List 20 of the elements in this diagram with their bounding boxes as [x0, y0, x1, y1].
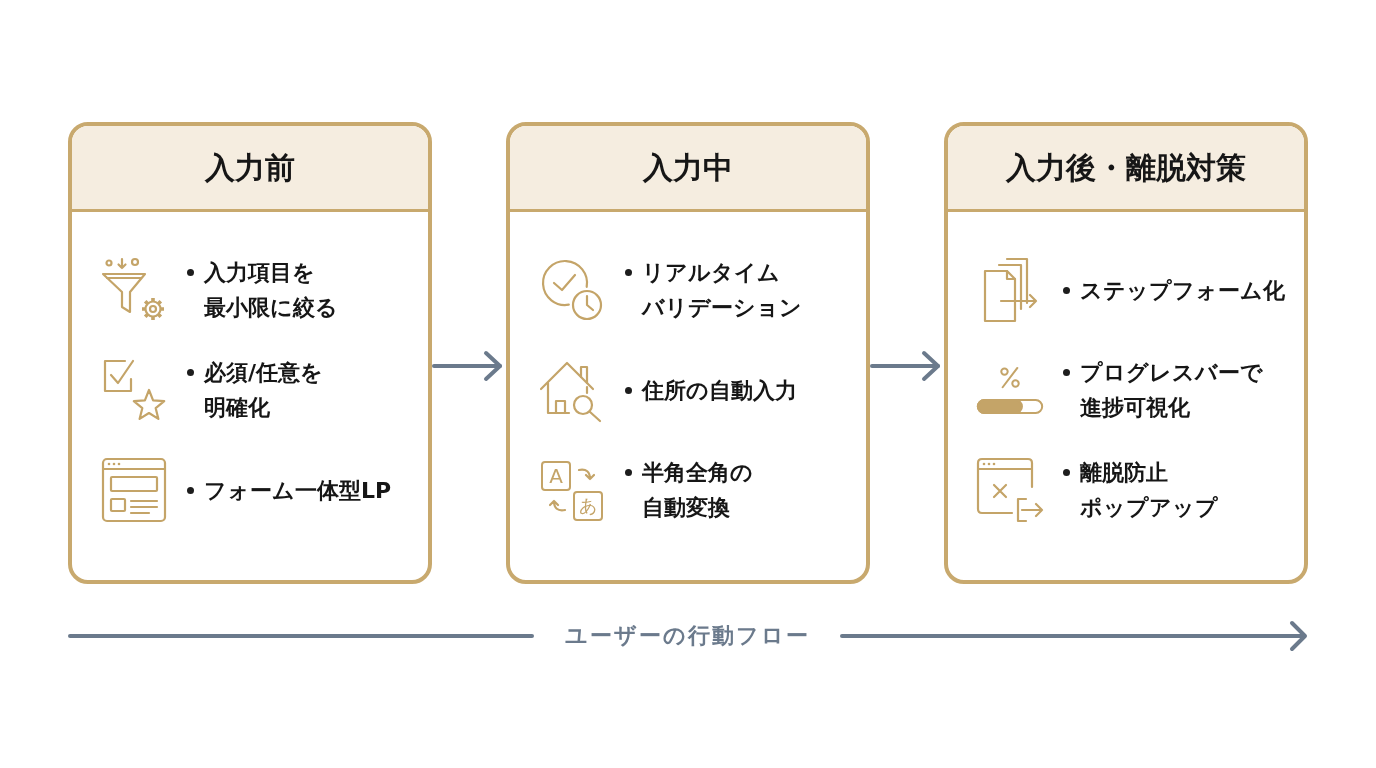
language-tile: あ [573, 491, 603, 521]
list-item-text: 住所の自動入力 [642, 376, 797, 405]
list-item-text: リアルタイムバリデーション [642, 259, 802, 322]
language-tile: A [541, 461, 571, 491]
list-item-text: 半角全角の自動変換 [642, 459, 753, 522]
stage-panel [944, 122, 1308, 584]
panel-title: 入力後・離脱対策 [1006, 148, 1246, 187]
list-item-text: 必須/任意を明確化 [204, 359, 324, 422]
panel-title: 入力前 [205, 148, 295, 187]
arrow [870, 351, 940, 381]
list-item-text: プログレスバーで進捗可視化 [1080, 359, 1263, 422]
stage-panel [68, 122, 432, 584]
list-item-text: 入力項目を最小限に絞る [204, 259, 338, 322]
flow-label: ユーザーの行動フロー [564, 623, 810, 649]
stage-panel [506, 122, 870, 584]
list-item-text: ステップフォーム化 [1080, 276, 1285, 305]
list-item-text: フォーム一体型LP [204, 476, 392, 505]
arrow [432, 351, 502, 381]
panel-title: 入力中 [643, 148, 733, 187]
list-item-text: 離脱防止ポップアップ [1080, 459, 1218, 522]
